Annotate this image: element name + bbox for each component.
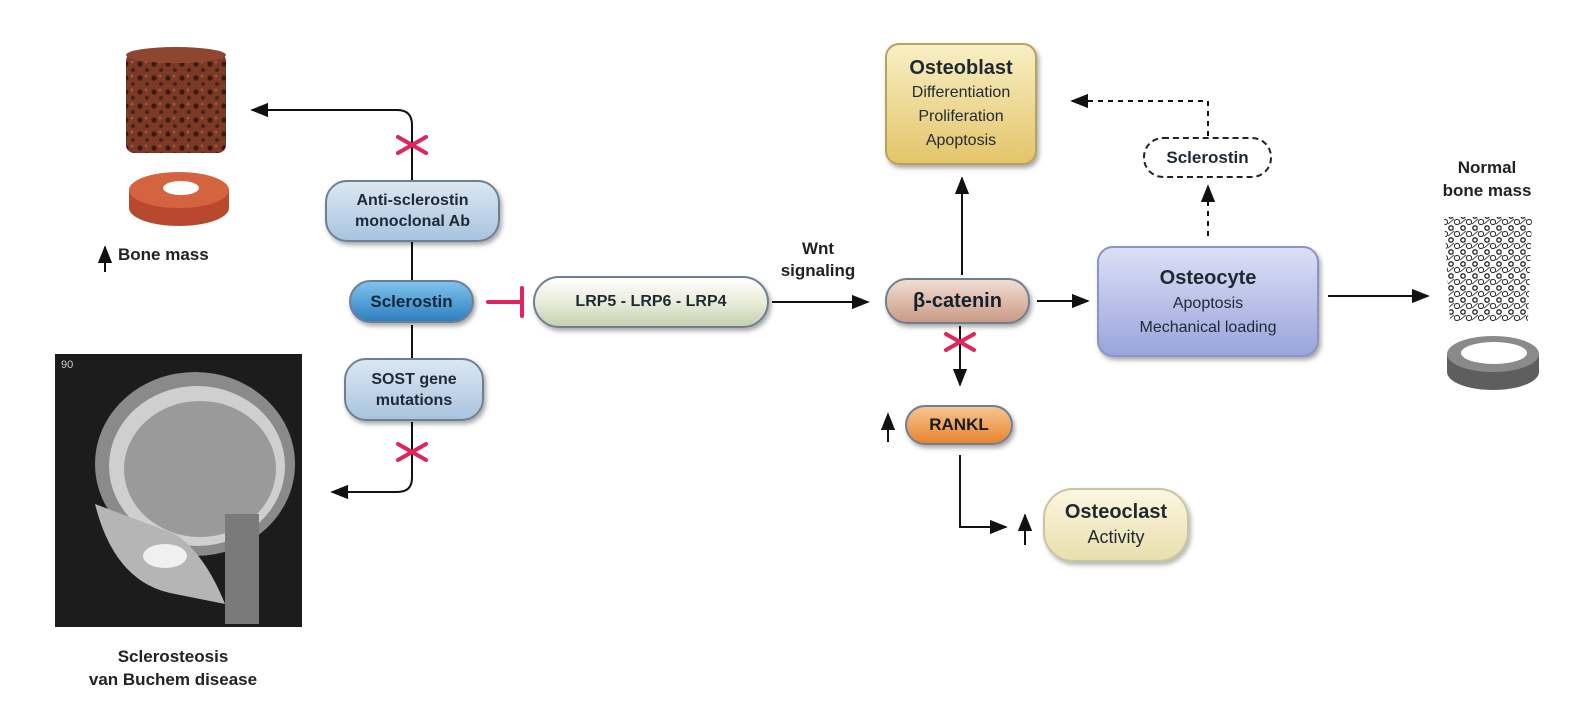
sclerostin-dashed-node: Sclerostin xyxy=(1143,137,1272,178)
left-bottom-arrow xyxy=(330,422,413,500)
osteoblast-line-3: Apoptosis xyxy=(925,132,997,149)
sost-line-1: SOST gene xyxy=(371,370,457,388)
normal-bone-caption: Normal bone mass xyxy=(1426,156,1548,202)
receptor-label: LRP5 - LRP6 - LRP4 xyxy=(575,293,727,310)
osteoblast-title: Osteoblast xyxy=(909,57,1013,79)
bone-mass-caption: Bone mass xyxy=(118,245,209,264)
antibody-node: Anti-sclerostin monoclonal Ab xyxy=(325,180,500,242)
osteoclast-node: Osteoclast Activity xyxy=(1043,488,1189,562)
wnt-label: Wnt signaling xyxy=(770,238,866,282)
osteocyte-title: Osteocyte xyxy=(1159,266,1257,289)
beta-catenin-label: β-catenin xyxy=(913,289,1002,312)
disease-caption: Sclerosteosis van Buchem disease xyxy=(55,645,291,691)
osteoblast-node: Osteoblast Differentiation Proliferation… xyxy=(885,43,1037,165)
disease-line-2: van Buchem disease xyxy=(88,670,258,689)
beta-catenin-node: β-catenin xyxy=(885,278,1030,324)
osteoblast-line-2: Proliferation xyxy=(918,108,1004,125)
antibody-line-1: Anti-sclerostin xyxy=(356,192,469,209)
disease-line-1: Sclerosteosis xyxy=(117,647,229,666)
osteocyte-node: Osteocyte Apoptosis Mechanical loading xyxy=(1097,246,1319,357)
sclerostin-node: Sclerostin xyxy=(349,280,474,323)
osteocyte-line-2: Mechanical loading xyxy=(1139,318,1277,336)
osteoclast-line: Activity xyxy=(1087,527,1145,547)
normal-line-2: bone mass xyxy=(1442,181,1532,200)
skull-xray-image: 90 xyxy=(55,354,302,627)
osteoblast-line-1: Differentiation xyxy=(911,84,1011,101)
antibody-line-2: monoclonal Ab xyxy=(355,213,470,230)
rankl-label: RANKL xyxy=(929,415,989,434)
osteoclast-title: Osteoclast xyxy=(1064,501,1168,523)
bone-core-icon xyxy=(126,47,226,153)
trabecular-bone-icon xyxy=(1444,217,1532,321)
bone-ring-gray-icon xyxy=(1447,336,1539,390)
wnt-line-1: Wnt xyxy=(801,239,835,258)
bone-ring-icon xyxy=(129,172,229,226)
left-top-arrow xyxy=(250,102,413,180)
sclerostin-label: Sclerostin xyxy=(370,291,453,311)
rankl-node: RANKL xyxy=(905,405,1013,445)
sost-line-2: mutations xyxy=(375,391,453,409)
rankl-osteoclast-arrow xyxy=(959,455,1008,535)
wnt-line-2: signaling xyxy=(780,261,856,280)
sclerostin-dashed-label: Sclerostin xyxy=(1166,147,1249,167)
sclerostin-osteoblast-dashed xyxy=(1070,93,1209,136)
receptor-node: LRP5 - LRP6 - LRP4 xyxy=(533,276,769,328)
osteocyte-line-1: Apoptosis xyxy=(1172,294,1244,312)
svg-text:90: 90 xyxy=(61,359,73,371)
normal-line-1: Normal xyxy=(1457,158,1517,177)
sost-node: SOST gene mutations xyxy=(344,358,484,421)
